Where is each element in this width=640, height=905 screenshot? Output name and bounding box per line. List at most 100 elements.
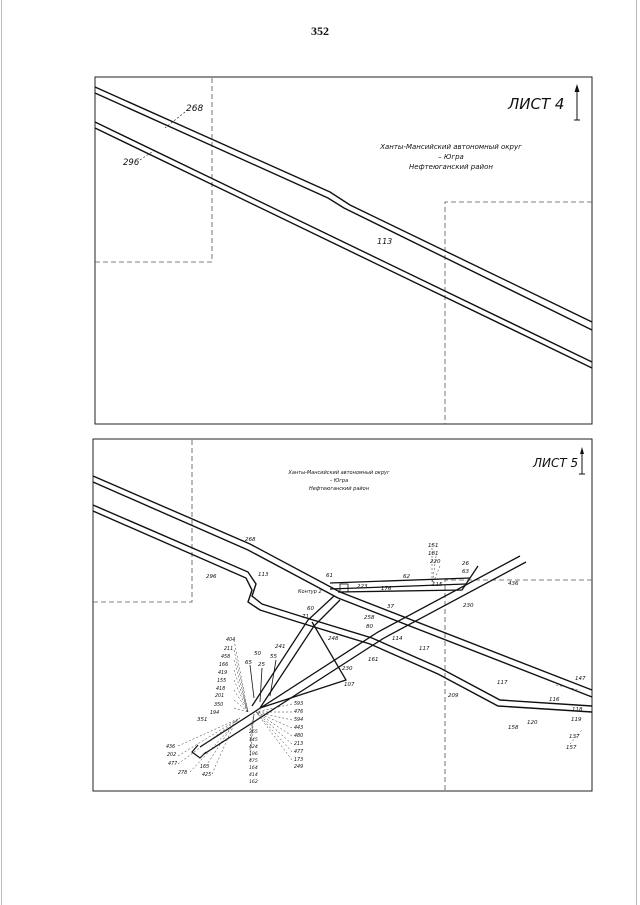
- road-line: [92, 504, 593, 707]
- parcel-label: 65: [245, 660, 252, 666]
- road-line: [94, 121, 593, 363]
- sheet-4-title: ЛИСТ 4: [507, 95, 564, 113]
- sheet-5-boundary-right: [444, 579, 592, 791]
- parcel-label: 80: [366, 624, 373, 630]
- region-line: Ханты-Мансийский автономный округ: [379, 143, 522, 151]
- parcel-label: 241: [275, 644, 286, 650]
- branch-line: [329, 577, 471, 584]
- label-296: 296: [123, 158, 140, 168]
- callout-label: 476: [294, 709, 303, 715]
- sheet-5-frame: [92, 438, 593, 792]
- branch-line: [259, 621, 347, 709]
- callout-label: 436: [166, 744, 175, 750]
- callout-label: 155: [217, 678, 226, 684]
- road-line: [92, 475, 593, 691]
- callout-label: 475: [249, 758, 258, 764]
- parcel-label: 63: [462, 569, 469, 575]
- parcel-mark: [269, 659, 277, 697]
- parcel-label: 62: [403, 574, 410, 580]
- road-line: [94, 127, 593, 369]
- callout-label: 202: [167, 752, 176, 758]
- callout-label: 418: [216, 686, 225, 692]
- parcel-label: 25: [258, 662, 265, 668]
- callout-label: 350: [214, 702, 223, 708]
- callout-label: 477: [168, 761, 177, 767]
- parcel-label: 55: [270, 654, 277, 660]
- parcel-label: 248: [328, 636, 339, 642]
- parcel-label: 71: [302, 614, 309, 620]
- parcel-label: 258: [364, 615, 375, 621]
- parcel-label: 351: [197, 717, 208, 723]
- parcel-label: 107: [344, 682, 355, 688]
- sheet-5-title: ЛИСТ 5: [532, 456, 578, 470]
- callout-label: 213: [294, 741, 303, 747]
- callout-label: 404: [226, 637, 235, 643]
- callout-label: 594: [294, 717, 303, 723]
- parcel-label: 61: [326, 573, 333, 579]
- sheet-5: ЛИСТ 5 Ханты-Мансийский автономный округ…: [92, 438, 593, 792]
- parcel-label: 147: [575, 676, 586, 682]
- sheet-4: 268 296 113 ЛИСТ 4 Ханты-Мансийский авто…: [94, 76, 593, 425]
- callout-label: 480: [294, 733, 303, 739]
- region-line: – Югра: [330, 478, 348, 484]
- parcel-mark: [249, 664, 255, 699]
- sheet-4-boundary-right: [444, 201, 592, 424]
- parcel-label: 268: [245, 537, 256, 543]
- callout-leaders: [177, 544, 583, 775]
- branch-line: [337, 565, 479, 593]
- parcel-label: 117: [497, 680, 508, 686]
- callout-label: 265: [249, 729, 258, 735]
- callout-label: 425: [202, 772, 211, 778]
- parcel-label: 296: [206, 574, 217, 580]
- parcel-label: 115: [432, 582, 443, 588]
- sheet-5-boundary-left: [93, 439, 193, 603]
- parcel-label: 181: [428, 551, 439, 557]
- callout-label: 477: [294, 749, 303, 755]
- parcel-label: 114: [392, 636, 403, 642]
- contour-mark: [339, 583, 349, 593]
- road-line: [94, 92, 593, 331]
- parcel-mark: [259, 667, 263, 703]
- callout-label: 145: [249, 737, 258, 743]
- callout-label: 278: [178, 770, 187, 776]
- branch-line: [251, 595, 335, 707]
- callout-label: 419: [218, 670, 227, 676]
- parcel-label: 37: [387, 604, 394, 610]
- callout-label: 424: [249, 744, 258, 750]
- parcel-label: 230: [463, 603, 474, 609]
- label-leader: [164, 111, 186, 129]
- parcel-label: 118: [572, 707, 583, 713]
- label-268: 268: [186, 104, 203, 114]
- callout-label: 162: [249, 779, 258, 785]
- parcel-label: 26: [462, 561, 469, 567]
- sheet-4-frame: [94, 76, 593, 425]
- road-line: [92, 510, 593, 713]
- callout-label: 163: [200, 764, 209, 770]
- parcel-label: 230: [342, 666, 353, 672]
- parcel-label: 161: [368, 657, 379, 663]
- parcel-label: 176: [381, 586, 392, 592]
- parcel-label: 137: [569, 734, 580, 740]
- north-arrow-icon: [574, 84, 580, 121]
- parcel-label: 116: [549, 697, 560, 703]
- label-113: 113: [377, 237, 392, 246]
- region-line: Ханты-Мансийский автономный округ: [287, 470, 390, 476]
- callout-label: 196: [249, 751, 258, 757]
- callout-label: 164: [249, 765, 258, 771]
- page-edge-left: [1, 0, 2, 905]
- region-line: Нефтеюганский район: [409, 163, 493, 171]
- parcel-label: 436: [508, 581, 519, 587]
- callout-label: 173: [294, 757, 303, 763]
- parcel-label: 117: [419, 646, 430, 652]
- parcel-label: 220: [430, 559, 441, 565]
- label-leader: [139, 149, 156, 161]
- parcel-label: 60: [307, 606, 314, 612]
- branch-line: [203, 561, 527, 755]
- callout-label: 211: [224, 646, 233, 652]
- parcel-label: 120: [527, 720, 538, 726]
- callout-label: 458: [221, 654, 230, 660]
- callout-label: 443: [294, 725, 303, 731]
- parcel-label: 119: [571, 717, 582, 723]
- callout-label: 414: [249, 772, 258, 778]
